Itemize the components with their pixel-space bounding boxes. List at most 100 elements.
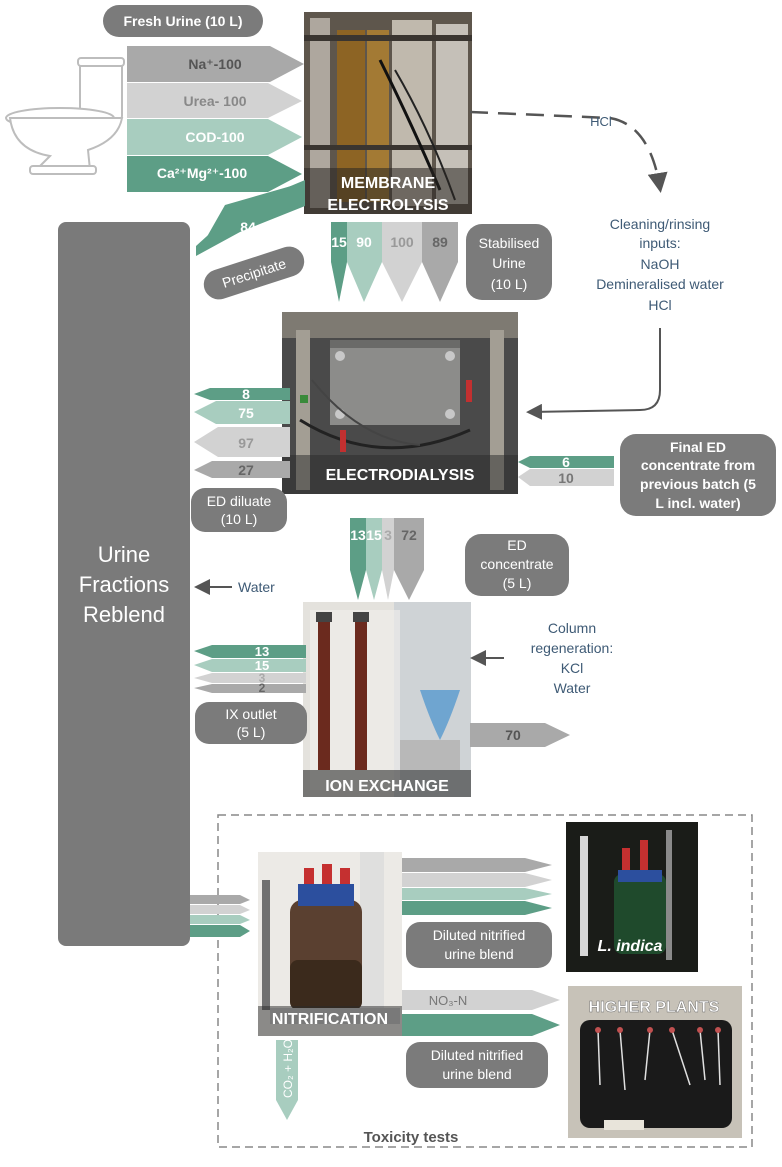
ca-mg-input-arrow xyxy=(127,156,302,192)
ed-input-value-1: 6 xyxy=(562,454,570,470)
stabilised-urine-pill xyxy=(466,224,552,300)
cleaning-line-5: HCl xyxy=(648,297,671,313)
reblend-output-arrows xyxy=(190,895,250,937)
stabilised-value-3: 100 xyxy=(390,234,414,250)
l-indica-photo xyxy=(566,822,698,972)
ed-concentrate-line-1: ED xyxy=(507,537,526,553)
to-l-indica-arrow-4 xyxy=(402,901,552,915)
ed-concentrate-value-3: 3 xyxy=(384,527,392,543)
higher-plants-photo xyxy=(568,986,742,1138)
ed-diluate-value-3: 97 xyxy=(238,435,254,451)
reblend-out-arrow-3 xyxy=(190,915,250,924)
final-ed-line-1: Final ED xyxy=(670,439,726,455)
ed-diluate-pill xyxy=(191,488,287,532)
higher-plants-arrow xyxy=(402,1014,560,1036)
urea-input-arrow xyxy=(127,83,302,118)
stabilised-line-2: Urine xyxy=(492,255,526,271)
ed-diluate-arrows xyxy=(194,388,290,478)
precipitate-pill xyxy=(203,246,305,300)
final-ed-pill xyxy=(620,434,776,516)
stabilised-arrow-urea xyxy=(382,222,422,302)
stabilised-arrow-cod xyxy=(347,222,382,302)
ed-input-arrow-1 xyxy=(518,456,614,468)
cleaning-inputs-arrow xyxy=(526,328,661,420)
blend-1-line-2: urine blend xyxy=(444,946,513,962)
membrane-electrolysis-photo xyxy=(304,12,472,214)
column-line-3: KCl xyxy=(561,660,584,676)
membrane-electrolysis-title-1: MEMBRANE xyxy=(341,175,436,192)
ca-mg-input-label: Ca²⁺Mg²⁺-100 xyxy=(157,165,247,181)
toxicity-tests-label: Toxicity tests xyxy=(364,1129,459,1146)
ed-diluate-arrow-1 xyxy=(194,388,290,400)
co2-h2o-label: CO₂ + H₂O xyxy=(281,1039,295,1098)
cleaning-line-2: inputs: xyxy=(639,235,680,251)
blend-2-line-1: Diluted nitrified xyxy=(431,1047,524,1063)
ed-diluate-value-1: 8 xyxy=(242,386,250,402)
reblend-line-2: Fractions xyxy=(79,572,169,597)
stabilised-arrow-na xyxy=(422,222,458,302)
ed-diluate-value-2: 75 xyxy=(238,405,254,421)
ed-diluate-line-1: ED diluate xyxy=(207,493,272,509)
ix-out-value: 70 xyxy=(505,727,521,743)
urine-fractions-reblend-column xyxy=(58,222,190,946)
to-l-indica-arrow-2 xyxy=(402,873,552,887)
hcl-dashed-arrow xyxy=(469,110,668,193)
reblend-out-arrow-4 xyxy=(190,925,250,937)
stabilised-line-1: Stabilised xyxy=(479,235,540,251)
cod-input-arrow xyxy=(127,119,302,155)
reblend-out-arrow-1 xyxy=(190,895,250,904)
ed-concentrate-line-2: concentrate xyxy=(480,556,553,572)
ed-diluate-arrow-2 xyxy=(194,401,290,424)
urea-input-label: Urea- 100 xyxy=(183,93,246,109)
stabilised-line-3: (10 L) xyxy=(491,276,528,292)
blend-pill-1 xyxy=(406,922,552,968)
hcl-label: HCl xyxy=(590,114,612,129)
ion-exchange-title: ION EXCHANGE xyxy=(325,778,449,795)
ed-input-arrow-2 xyxy=(518,469,614,486)
electrodialysis-photo xyxy=(282,312,518,494)
column-line-4: Water xyxy=(554,680,591,696)
ix-outlet-arrow-3 xyxy=(194,673,306,683)
stabilised-value-4: 89 xyxy=(432,234,448,250)
fresh-urine-label: Fresh Urine (10 L) xyxy=(123,13,242,29)
ix-outlet-pill xyxy=(195,702,307,744)
co2-h2o-arrow xyxy=(276,1040,298,1120)
stabilised-arrows xyxy=(331,222,458,302)
electrodialysis-title: ELECTRODIALYSIS xyxy=(326,467,475,484)
nitrification-photo xyxy=(258,852,402,1036)
stabilised-value-1: 15 xyxy=(331,234,347,250)
to-l-indica-arrow-3 xyxy=(402,888,552,900)
ed-concentrate-value-4: 72 xyxy=(401,527,417,543)
input-arrows: Na⁺-100 Urea- 100 COD-100 Ca²⁺Mg²⁺-100 xyxy=(127,46,304,192)
ed-concentrate-pill xyxy=(465,534,569,596)
ed-concentrate-value-2: 15 xyxy=(366,527,382,543)
final-ed-line-2: concentrate from xyxy=(641,457,755,473)
ix-outlet-value-1: 13 xyxy=(255,644,269,659)
ed-diluate-line-2: (10 L) xyxy=(221,511,258,527)
no3-arrow xyxy=(402,990,560,1010)
precipitate-arrow xyxy=(196,182,305,256)
ed-concentrate-arrow-1 xyxy=(350,518,366,600)
cleaning-line-4: Demineralised water xyxy=(596,276,724,292)
ed-diluate-value-4: 27 xyxy=(238,462,254,478)
ix-out-arrow xyxy=(470,723,570,747)
nitrification-title: NITRIFICATION xyxy=(272,1011,388,1028)
ed-concentrate-arrows xyxy=(350,518,424,600)
ed-concentrate-value-1: 13 xyxy=(350,527,366,543)
membrane-electrolysis-title-2: ELECTROLYSIS xyxy=(327,197,449,214)
no3-label: NO₃-N xyxy=(429,993,468,1008)
to-l-indica-arrows xyxy=(402,858,552,915)
column-line-2: regeneration: xyxy=(531,640,614,656)
ix-outlet-value-3: 3 xyxy=(259,671,266,685)
ix-outlet-arrow-4 xyxy=(194,684,306,693)
cod-input-label: COD-100 xyxy=(185,129,244,145)
ix-outlet-value-4: 2 xyxy=(259,681,266,695)
ed-concentrate-arrow-3 xyxy=(382,518,394,600)
na-input-label: Na⁺-100 xyxy=(188,56,242,72)
ed-concentrate-arrow-4 xyxy=(394,518,424,600)
cleaning-line-3: NaOH xyxy=(641,256,680,272)
higher-plants-title: HIGHER PLANTS xyxy=(589,999,720,1016)
ed-diluate-arrow-3 xyxy=(194,427,290,457)
l-indica-title: L. indica xyxy=(598,938,663,955)
